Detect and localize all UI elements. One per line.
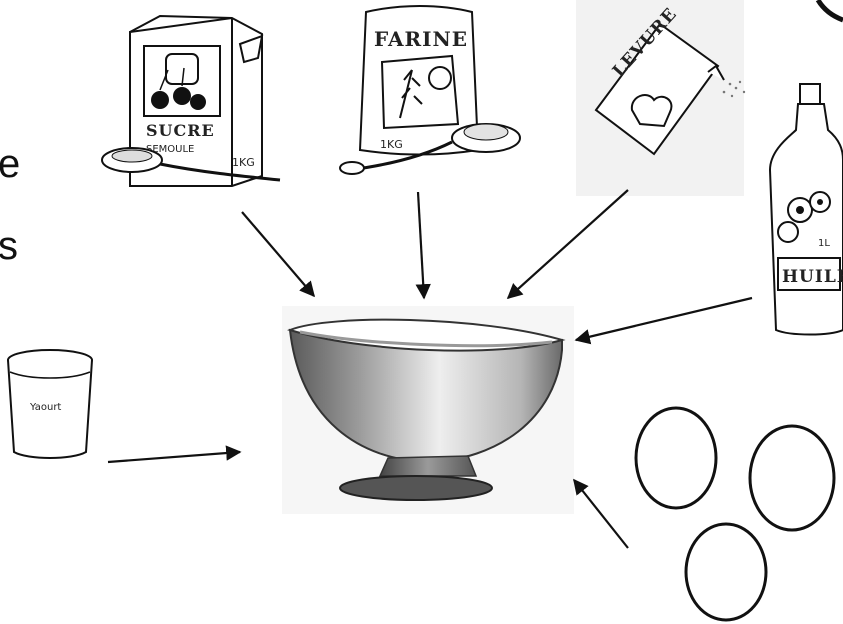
oil-volume-label: 1L	[818, 238, 830, 249]
arrow-oil	[576, 298, 752, 340]
arrow-sugar	[242, 212, 314, 296]
arrow-eggs	[574, 480, 628, 548]
eggs-icon	[636, 408, 834, 620]
arrow-yeast	[508, 190, 628, 298]
sugar-box-icon: SUCRE SEMOULE 1KG	[102, 16, 280, 186]
oil-bottle-icon: 1L HUILE	[770, 84, 843, 335]
arrow-flour	[418, 192, 424, 298]
flour-bag-icon: FARINE 1KG	[340, 6, 520, 174]
flour-brand-label: FARINE	[374, 27, 468, 51]
sugar-weight-label: 1KG	[232, 156, 255, 169]
flour-weight-label: 1KG	[380, 138, 403, 151]
yeast-packet-icon: LEVURE	[576, 0, 745, 196]
oil-brand-label: HUILE	[782, 267, 843, 287]
corner-mark-icon	[818, 0, 843, 20]
mixing-bowl-icon	[282, 306, 574, 514]
arrow-yogurt	[108, 452, 240, 462]
sugar-brand-label: SUCRE	[146, 121, 215, 140]
yogurt-pot-icon: Yaourt	[8, 350, 92, 458]
yogurt-label: Yaourt	[29, 402, 61, 413]
